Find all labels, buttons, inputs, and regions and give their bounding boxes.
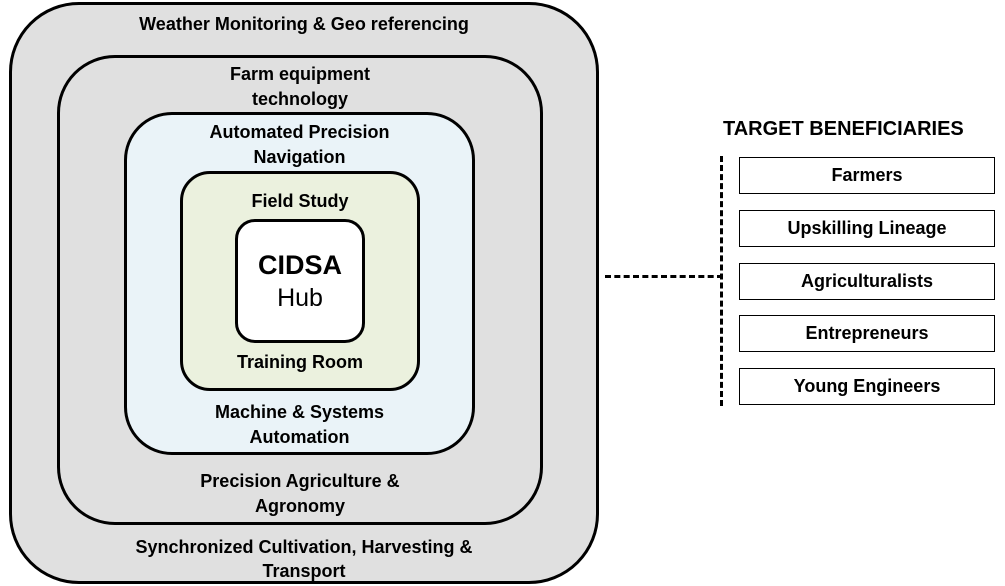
beneficiary-box: Upskilling Lineage (739, 210, 995, 247)
dashed-bracket-line (720, 156, 723, 406)
layer-agronomy-label-line1: Precision Agriculture & (200, 471, 400, 491)
hub-title: CIDSA (257, 250, 342, 280)
layer-cultivation-label-line1: Synchronized Cultivation, Harvesting & (135, 537, 473, 557)
hub-box (235, 219, 365, 343)
layer-weather-label: Weather Monitoring & Geo referencing (139, 14, 469, 34)
layer-field-study-label: Field Study (251, 191, 349, 211)
layer-agronomy-label-line2: Agronomy (255, 496, 345, 516)
dashed-connector (605, 275, 723, 278)
layer-navigation-label-line1: Automated Precision (209, 122, 390, 142)
layer-cultivation-label-line2: Transport (262, 561, 346, 581)
beneficiary-box: Agriculturalists (739, 263, 995, 300)
layer-navigation-label-line2: Navigation (253, 147, 346, 167)
layer-training-room-label: Training Room (237, 352, 363, 372)
beneficiary-box: Young Engineers (739, 368, 995, 405)
hub-subtitle: Hub (277, 284, 323, 312)
layer-equipment-label-line2: technology (251, 89, 348, 109)
beneficiary-box: Farmers (739, 157, 995, 194)
layer-automation-label-line1: Machine & Systems (214, 402, 385, 422)
beneficiary-box: Entrepreneurs (739, 315, 995, 352)
layer-automation-label-line2: Automation (249, 427, 350, 447)
target-beneficiaries-title: TARGET BENEFICIARIES (723, 118, 964, 140)
layer-equipment-label-line1: Farm equipment (229, 64, 371, 84)
